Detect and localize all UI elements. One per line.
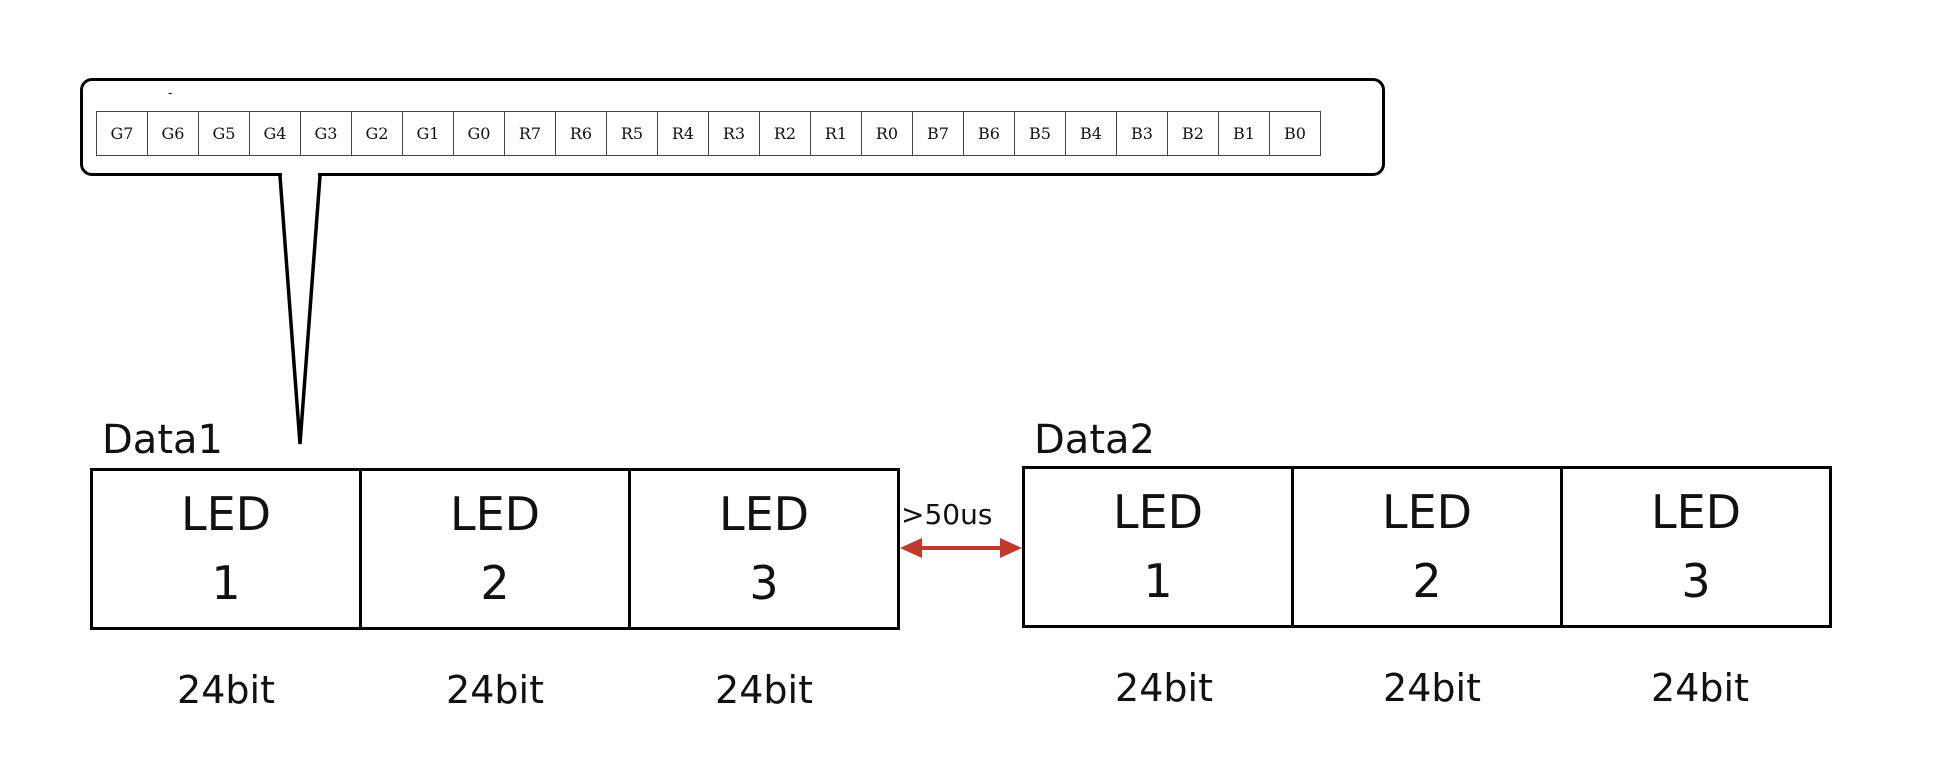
bit-cell: R3 [708, 111, 760, 156]
bit-cell: R6 [555, 111, 607, 156]
bit-cell: R4 [657, 111, 709, 156]
bit-cell: G5 [198, 111, 250, 156]
bit-cell: R7 [504, 111, 556, 156]
bit-cell: G7 [96, 111, 148, 156]
data1-led-1-bits: 24bit [177, 668, 275, 712]
data2-frame: LED 1 LED 2 LED 3 [1022, 466, 1832, 628]
gap-time-label: >50us [901, 498, 993, 531]
bit-cell: B6 [963, 111, 1015, 156]
bit-cell: G4 [249, 111, 301, 156]
bit-cell: R1 [810, 111, 862, 156]
led-name: LED [180, 487, 272, 541]
bit-cell: G6 [147, 111, 199, 156]
bit-cell: B3 [1116, 111, 1168, 156]
bit-cell: R2 [759, 111, 811, 156]
data2-led-1: LED 1 [1025, 469, 1291, 625]
data1-led-1: LED 1 [93, 471, 359, 627]
led-name: LED [1112, 485, 1204, 539]
bit-cell: B0 [1269, 111, 1321, 156]
bit-cell: B4 [1065, 111, 1117, 156]
bit-cell: G3 [300, 111, 352, 156]
bit-row: G7 G6 G5 G4 G3 G2 G1 G0 R7 R6 R5 R4 R3 R… [96, 111, 1321, 156]
data2-led-1-bits: 24bit [1115, 666, 1213, 710]
led-name: LED [1381, 485, 1473, 539]
led-number: 2 [1412, 554, 1442, 608]
led-number: 1 [211, 556, 241, 610]
bit-cell: B1 [1218, 111, 1270, 156]
data1-led-2: LED 2 [359, 471, 628, 627]
bit-cell: B5 [1014, 111, 1066, 156]
led-number: 3 [1681, 554, 1711, 608]
bit-cell: B7 [912, 111, 964, 156]
bit-cell: G2 [351, 111, 403, 156]
bit-cell: R0 [861, 111, 913, 156]
led-number: 2 [480, 556, 510, 610]
data2-led-3: LED 3 [1560, 469, 1829, 625]
data2-led-3-bits: 24bit [1651, 666, 1749, 710]
bit-cell: G0 [453, 111, 505, 156]
led-name: LED [449, 487, 541, 541]
data1-frame: LED 1 LED 2 LED 3 [90, 468, 900, 630]
led-number: 3 [749, 556, 779, 610]
callout-dash-mark: - [168, 86, 173, 101]
data2-led-2-bits: 24bit [1383, 666, 1481, 710]
data1-led-3-bits: 24bit [715, 668, 813, 712]
led-name: LED [1650, 485, 1742, 539]
data2-label: Data2 [1034, 417, 1155, 463]
bit-order-table: G7 G6 G5 G4 G3 G2 G1 G0 R7 R6 R5 R4 R3 R… [96, 111, 1321, 156]
data1-led-3: LED 3 [628, 471, 897, 627]
bit-cell: G1 [402, 111, 454, 156]
data1-led-2-bits: 24bit [446, 668, 544, 712]
led-number: 1 [1143, 554, 1173, 608]
data2-led-2: LED 2 [1291, 469, 1560, 625]
led-name: LED [718, 487, 810, 541]
data1-label: Data1 [102, 417, 223, 463]
bit-cell: R5 [606, 111, 658, 156]
bit-cell: B2 [1167, 111, 1219, 156]
